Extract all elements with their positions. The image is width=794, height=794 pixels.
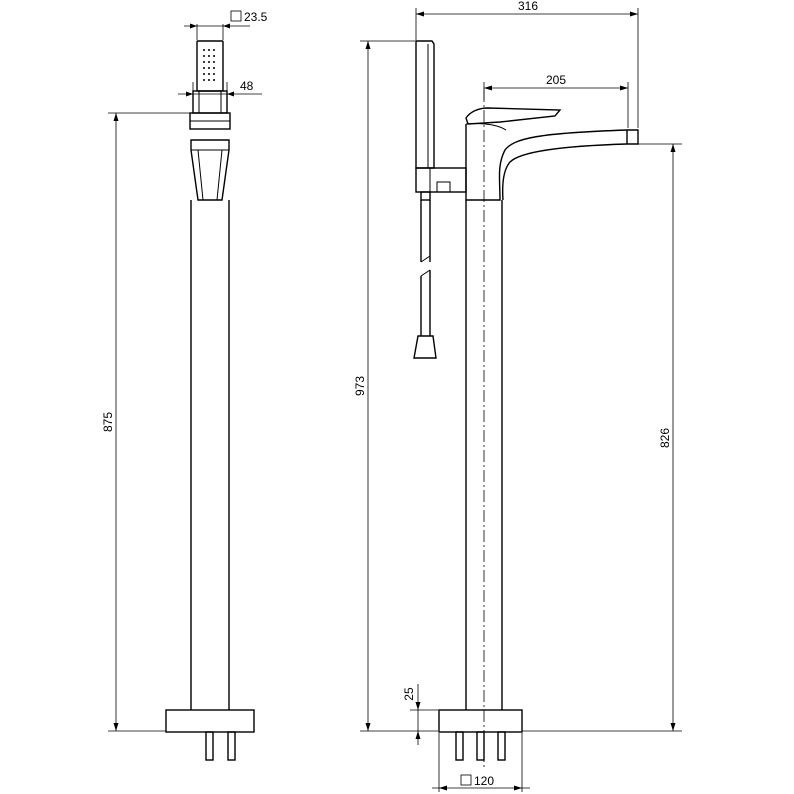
hose-end <box>413 335 437 359</box>
handshower-head-side <box>196 40 224 92</box>
dim-base-height: 25 <box>402 684 438 745</box>
dim-total-height-label: 973 <box>353 376 367 396</box>
dim-base-section-label: 120 <box>474 774 494 788</box>
lever-front <box>465 107 562 125</box>
pipe-left-side <box>205 731 214 761</box>
handshower-nozzles <box>203 49 215 81</box>
dim-total-width: 316 <box>415 0 639 128</box>
dim-handshower-section: 23.5 <box>184 10 268 40</box>
dim-handshower-section-label: 23.5 <box>244 10 268 24</box>
dim-left-height-label: 875 <box>101 412 115 432</box>
handshower-head-front <box>415 40 435 169</box>
dim-handshower-holder-label: 48 <box>240 79 254 93</box>
spout-front <box>465 124 639 201</box>
lever-side <box>190 139 230 201</box>
dim-total-height: 973 <box>353 40 438 732</box>
square-symbol <box>230 10 242 22</box>
handshower-holder-front <box>415 167 467 193</box>
hose-connector <box>420 191 431 201</box>
holder-knob <box>436 181 451 193</box>
side-view <box>165 40 255 761</box>
front-view <box>413 40 639 770</box>
pipe-right-front <box>497 731 506 761</box>
dim-base-section: 120 <box>432 733 530 792</box>
dim-handshower-holder: 48 <box>178 79 262 97</box>
dim-spout-height: 826 <box>522 143 682 732</box>
base-plate-front <box>438 709 523 733</box>
base-plate-side <box>165 709 255 733</box>
pipe-center-front <box>476 731 485 761</box>
dim-spout-height-label: 826 <box>658 428 672 448</box>
dim-left-height: 875 <box>101 112 192 732</box>
square-symbol <box>460 774 472 786</box>
dim-spout-reach: 205 <box>483 73 629 128</box>
dim-total-width-label: 316 <box>518 0 538 13</box>
pipe-left-front <box>455 731 464 761</box>
dim-spout-reach-label: 205 <box>546 73 566 87</box>
pipe-right-side <box>227 731 236 761</box>
dim-base-height-label: 25 <box>402 687 416 701</box>
